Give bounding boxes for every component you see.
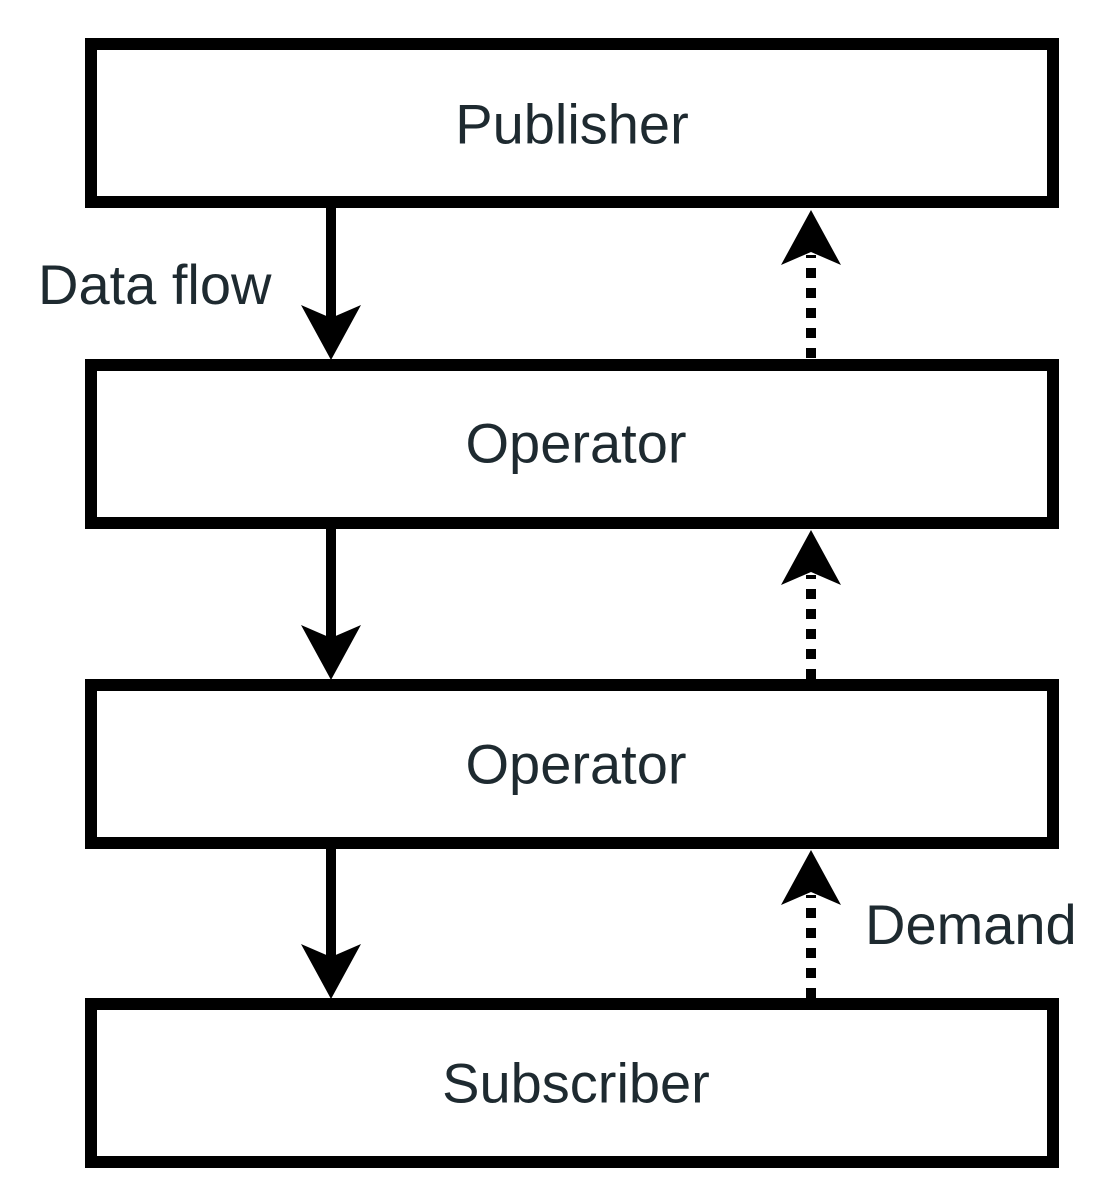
operator-box-2 bbox=[85, 679, 1059, 849]
operator-label-1: Operator bbox=[466, 412, 687, 475]
subscriber-node: Subscriber bbox=[85, 998, 1059, 1168]
publisher-box bbox=[85, 38, 1059, 208]
demand-arrowhead-1 bbox=[781, 210, 841, 265]
data-flow-arrow-2 bbox=[301, 529, 361, 680]
data-flow-arrowhead-2 bbox=[301, 625, 361, 680]
subscriber-box bbox=[85, 998, 1059, 1168]
subscriber-label: Subscriber bbox=[442, 1052, 710, 1115]
operator-label-2: Operator bbox=[466, 733, 687, 796]
demand-arrow-2 bbox=[781, 530, 841, 679]
demand-arrow-3 bbox=[781, 850, 841, 998]
demand-label: Demand bbox=[865, 893, 1077, 956]
data-flow-label: Data flow bbox=[38, 253, 272, 316]
demand-arrow-1 bbox=[781, 210, 841, 358]
demand-arrowhead-2 bbox=[781, 530, 841, 585]
data-flow-arrow-3 bbox=[301, 849, 361, 999]
demand-arrowhead-3 bbox=[781, 850, 841, 905]
data-flow-arrow-1 bbox=[301, 208, 361, 360]
data-flow-arrowhead-3 bbox=[301, 944, 361, 999]
operator-node-1: Operator bbox=[85, 359, 1059, 529]
operator-node-2: Operator bbox=[85, 679, 1059, 849]
publisher-node: Publisher bbox=[85, 38, 1059, 208]
operator-box-1 bbox=[85, 359, 1059, 529]
publisher-label: Publisher bbox=[455, 93, 688, 156]
data-flow-arrowhead-1 bbox=[301, 305, 361, 360]
